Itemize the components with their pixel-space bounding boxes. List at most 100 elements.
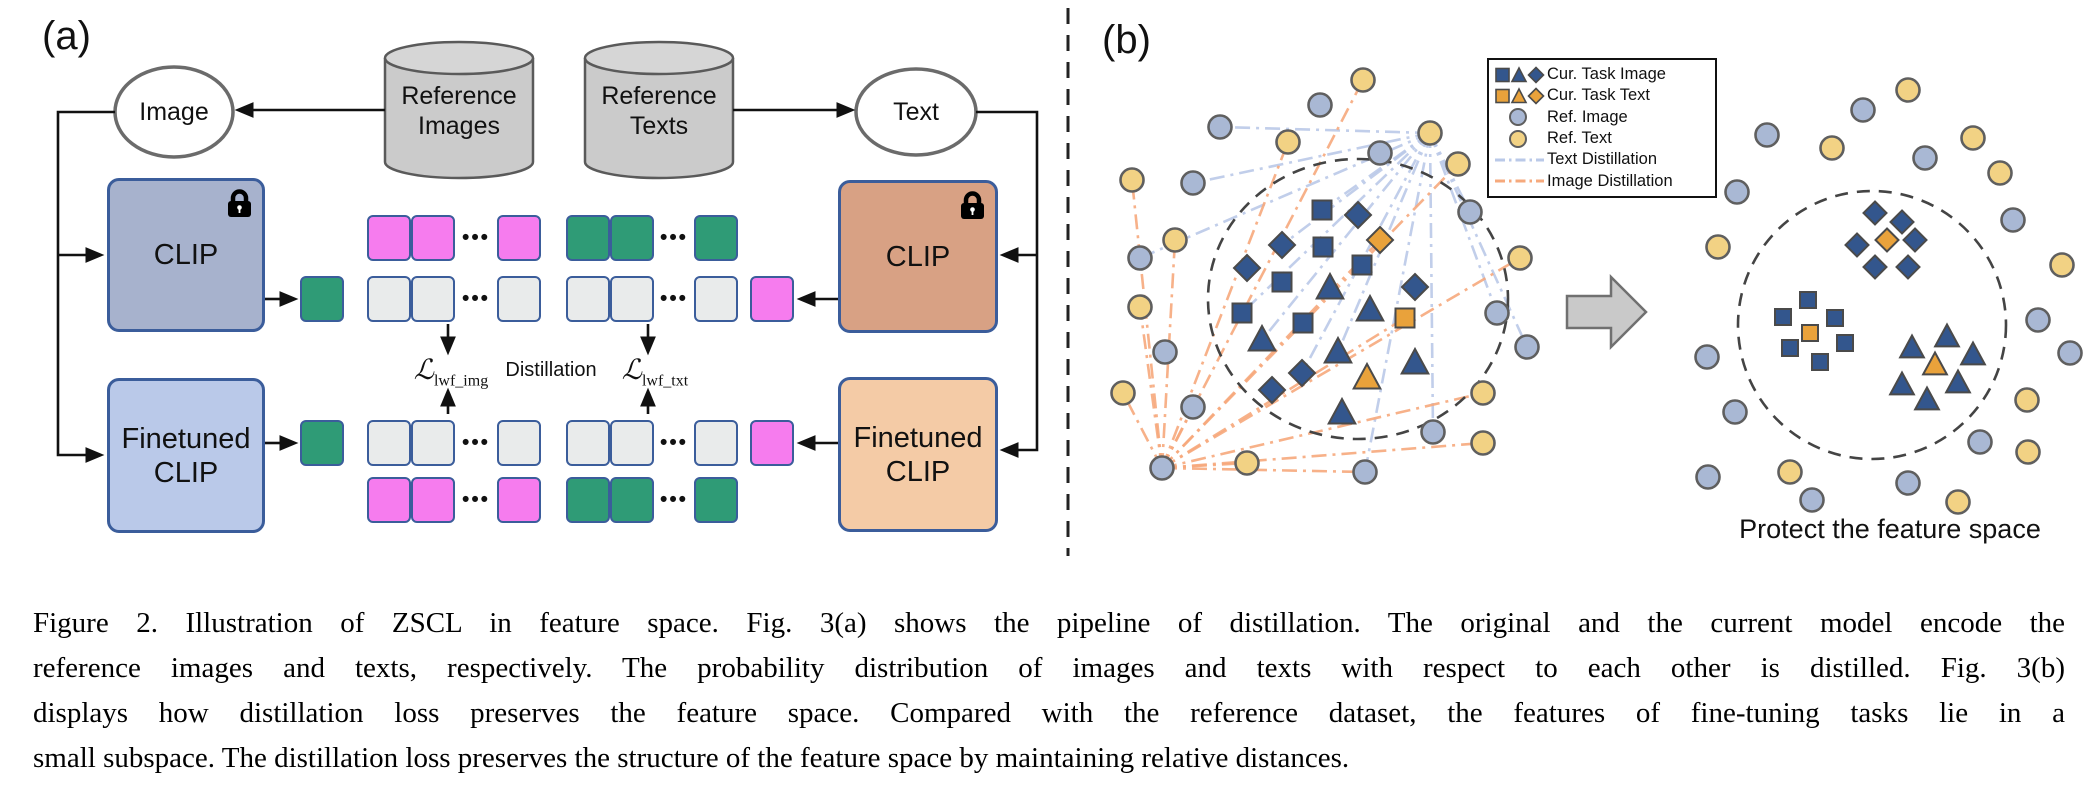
cur-task-image-triangle: [1247, 323, 1277, 352]
image-distillation-line: [1160, 239, 1177, 469]
ref-image-point: [1127, 245, 1153, 271]
cur-task-image-triangle: [1315, 271, 1345, 300]
ref-image-point: [1695, 464, 1721, 490]
feature-square-green: [694, 215, 738, 261]
ref-image-point: [1724, 179, 1750, 205]
feature-square-green: [300, 276, 344, 322]
cur-task-image-square: [1774, 308, 1792, 326]
finetuned-right-label: Finetuned CLIP: [853, 421, 983, 488]
ref-text-point: [1350, 67, 1376, 93]
cur-task-image-diamond: [1895, 254, 1921, 280]
image-distillation-line: [1130, 179, 1164, 469]
text-distillation-line: [1363, 132, 1432, 473]
image-distillation-line: [1121, 392, 1164, 469]
ellipsis-dots: •••: [461, 431, 491, 454]
legend-label: Cur. Task Image: [1547, 65, 1666, 84]
ref-text-point: [2049, 252, 2075, 278]
reference-texts-cylinder: [583, 40, 735, 180]
ref-image-point: [1694, 344, 1720, 370]
feature-square-gray: [694, 276, 738, 322]
feature-square-gray: [497, 420, 541, 466]
ref-image-point: [1722, 399, 1748, 425]
ref-image-point: [1152, 339, 1178, 365]
feature-square-gray: [411, 276, 455, 322]
image-distillation-line-icon: [1495, 179, 1544, 183]
image-node-label: Image: [139, 98, 209, 126]
feature-square-gray: [566, 420, 610, 466]
ref-text-point: [1470, 430, 1496, 456]
cur-task-image-square: [1781, 339, 1799, 357]
ref-image-point: [1967, 429, 1993, 455]
cur-task-image-diamond: [1902, 227, 1928, 253]
text-distillation-line: [1260, 132, 1432, 341]
cur-task-image-square: [1826, 309, 1844, 327]
clip-frozen-right-box: CLIP: [838, 180, 998, 333]
text-distillation-line: [1336, 132, 1432, 353]
feature-square-green: [610, 215, 654, 261]
cur-task-image-triangle: [1913, 385, 1941, 411]
ellipsis-dots: •••: [659, 431, 689, 454]
lock-icon: [961, 191, 984, 219]
image-distillation-line: [1161, 391, 1484, 470]
panel-a-label: (a): [42, 14, 91, 58]
scatter-legend: Cur. Task Image Cur. Task Text Ref. Imag…: [1487, 58, 1717, 198]
text-distillation-line: [1192, 131, 1431, 185]
loss-subscript: lwf_img: [433, 372, 489, 390]
cur-task-image-diamond: [1343, 200, 1373, 230]
cur-task-image-diamond: [1844, 232, 1870, 258]
legend-label: Ref. Text: [1547, 129, 1612, 148]
text-distillation-line-icon: [1495, 158, 1544, 162]
feature-square-pink: [411, 215, 455, 261]
clip-right-label: CLIP: [885, 240, 951, 273]
ref-image-point: [1180, 394, 1206, 420]
image-distillation-line: [1161, 466, 1366, 474]
legend-label: Cur. Task Text: [1547, 86, 1651, 105]
ref-text-point: [1234, 450, 1260, 476]
image-distillation-line: [1161, 316, 1406, 470]
cur-task-text-diamond: [1365, 225, 1395, 255]
panel-b-label: (b): [1102, 18, 1151, 62]
cur-task-image-diamond: [1889, 209, 1915, 235]
ref-text-point: [1960, 125, 1986, 151]
lock-icon: [228, 189, 251, 217]
finetuned-left-label: Finetuned CLIP: [121, 422, 251, 489]
legend-row: Cur. Task Text: [1493, 86, 1711, 106]
ref-image-point: [1850, 97, 1876, 123]
ellipsis-dots: •••: [461, 226, 491, 249]
feature-square-green: [610, 477, 654, 523]
cur-task-text-icons: [1495, 87, 1545, 105]
feature-subspace-circle-right: [1736, 189, 2008, 461]
legend-row: Text Distillation: [1493, 150, 1711, 170]
ellipsis-dots: •••: [461, 488, 491, 511]
connector-arrows: [56, 102, 1039, 463]
feature-square-pink: [367, 477, 411, 523]
ref-text-point: [2014, 387, 2040, 413]
feature-square-green: [566, 477, 610, 523]
loss-lwf-txt-label: ℒlwf_txt: [600, 353, 710, 391]
image-distillation-line: [1161, 256, 1521, 470]
loss-subscript: lwf_txt: [641, 372, 689, 390]
ref-image-point: [2000, 207, 2026, 233]
legend-row: Ref. Text: [1493, 129, 1711, 149]
ref-image-point: [1895, 470, 1921, 496]
ellipsis-dots: •••: [659, 226, 689, 249]
cur-task-text-triangle: [1352, 361, 1382, 390]
cur-task-image-diamond: [1267, 230, 1297, 260]
ref-image-point: [1799, 487, 1825, 513]
ellipsis-dots: •••: [461, 287, 491, 310]
ref-text-point: [1127, 294, 1153, 320]
feature-square-gray: [411, 420, 455, 466]
cur-task-text-square: [1801, 324, 1819, 342]
cur-task-image-diamond: [1257, 375, 1287, 405]
cur-task-image-triangle: [1355, 293, 1385, 322]
ref-text-point: [1417, 120, 1443, 146]
ref-image-point: [1207, 114, 1233, 140]
cur-task-text-triangle: [1921, 350, 1949, 376]
feature-square-gray: [610, 420, 654, 466]
clip-left-label: CLIP: [153, 239, 219, 271]
cur-task-text-square: [1394, 307, 1416, 329]
ref-image-point: [1352, 459, 1378, 485]
